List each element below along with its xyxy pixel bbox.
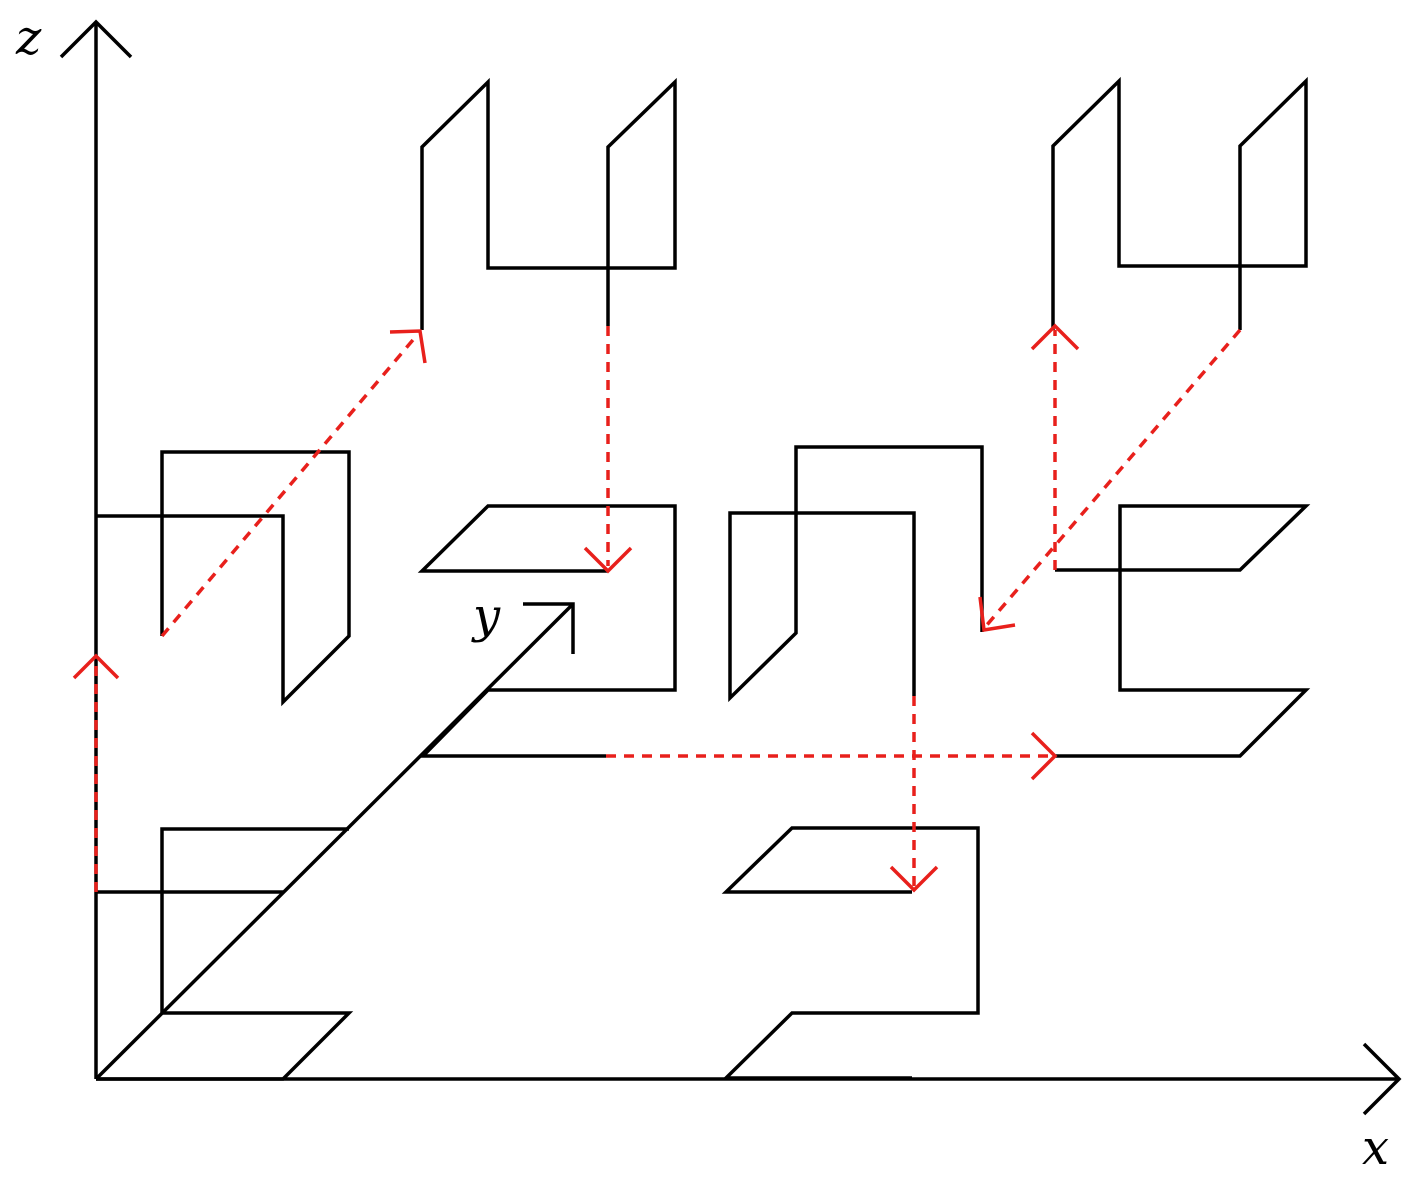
connector-4-arrowhead: [1030, 731, 1058, 781]
x-axis-arrowhead: [1362, 1042, 1402, 1116]
connector-7: [984, 328, 1242, 628]
x-axis-label: x: [1362, 1120, 1389, 1176]
subcurve-upper-left: [96, 450, 351, 707]
y-axis-label: y: [471, 588, 501, 644]
connecting-path: [72, 323, 1242, 893]
connector-5-arrowhead: [889, 865, 939, 893]
subcurve-top-right: [1051, 76, 1308, 330]
connector-3-arrowhead: [583, 546, 633, 574]
subcurve-top-left: [420, 77, 677, 330]
subcurve-lower-left: [96, 827, 354, 1081]
z-axis-arrowhead: [59, 19, 133, 59]
connector-2-arrowhead: [389, 329, 427, 364]
connector-2: [160, 332, 420, 638]
y-axis: [94, 602, 575, 1081]
y-axis-arrowhead: [523, 602, 575, 654]
z-axis-label: z: [15, 10, 42, 66]
subcurve-right: [1055, 504, 1311, 758]
connector-7-arrowhead: [978, 596, 1016, 633]
axes: x y z: [15, 10, 1402, 1176]
connector-6-arrowhead: [1030, 323, 1080, 351]
connector-1-arrowhead: [72, 653, 120, 680]
subcurve-lower-right: [721, 826, 980, 1080]
subcurve-middle-right: [728, 445, 984, 703]
subcurve-middle-left: [417, 504, 677, 758]
